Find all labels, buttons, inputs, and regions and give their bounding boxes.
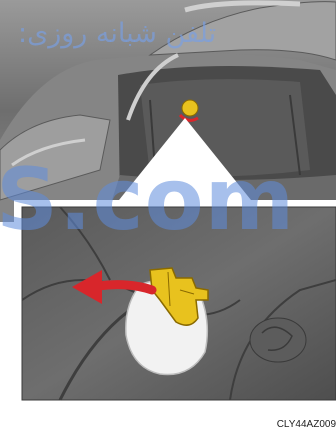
figure-code: CLY44AZ009 <box>277 419 336 430</box>
